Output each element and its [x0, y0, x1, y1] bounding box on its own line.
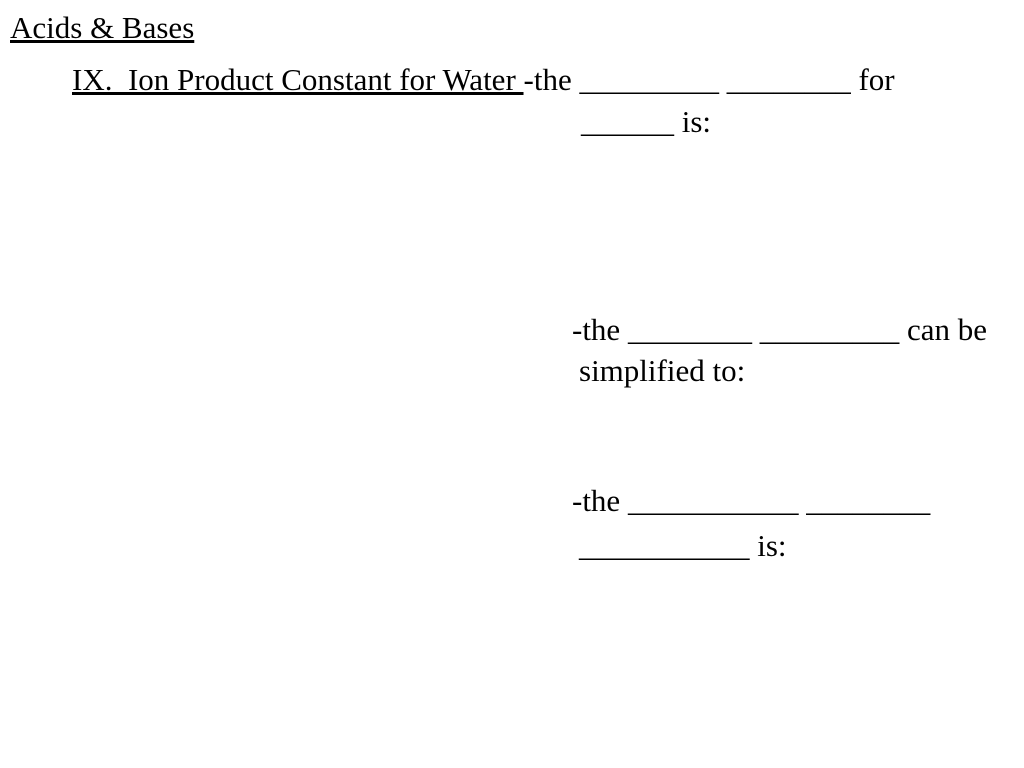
slide-title: Acids & Bases	[10, 10, 195, 45]
block3-line1-text: -the ___________ ________	[572, 483, 931, 518]
block3-line2-text: ___________ is:	[579, 528, 787, 563]
section-heading-line: IX. Ion Product Constant for Water -the …	[72, 60, 895, 100]
block1-line2-text: ______ is:	[581, 104, 712, 139]
section-heading-underlined: IX. Ion Product Constant for Water	[72, 62, 524, 97]
block2-line1-text: -the ________ _________ can be	[572, 312, 987, 347]
block2-line2-text: simplified to:	[579, 353, 746, 388]
block1-line1-text: -the _________ ________ for	[523, 62, 895, 97]
